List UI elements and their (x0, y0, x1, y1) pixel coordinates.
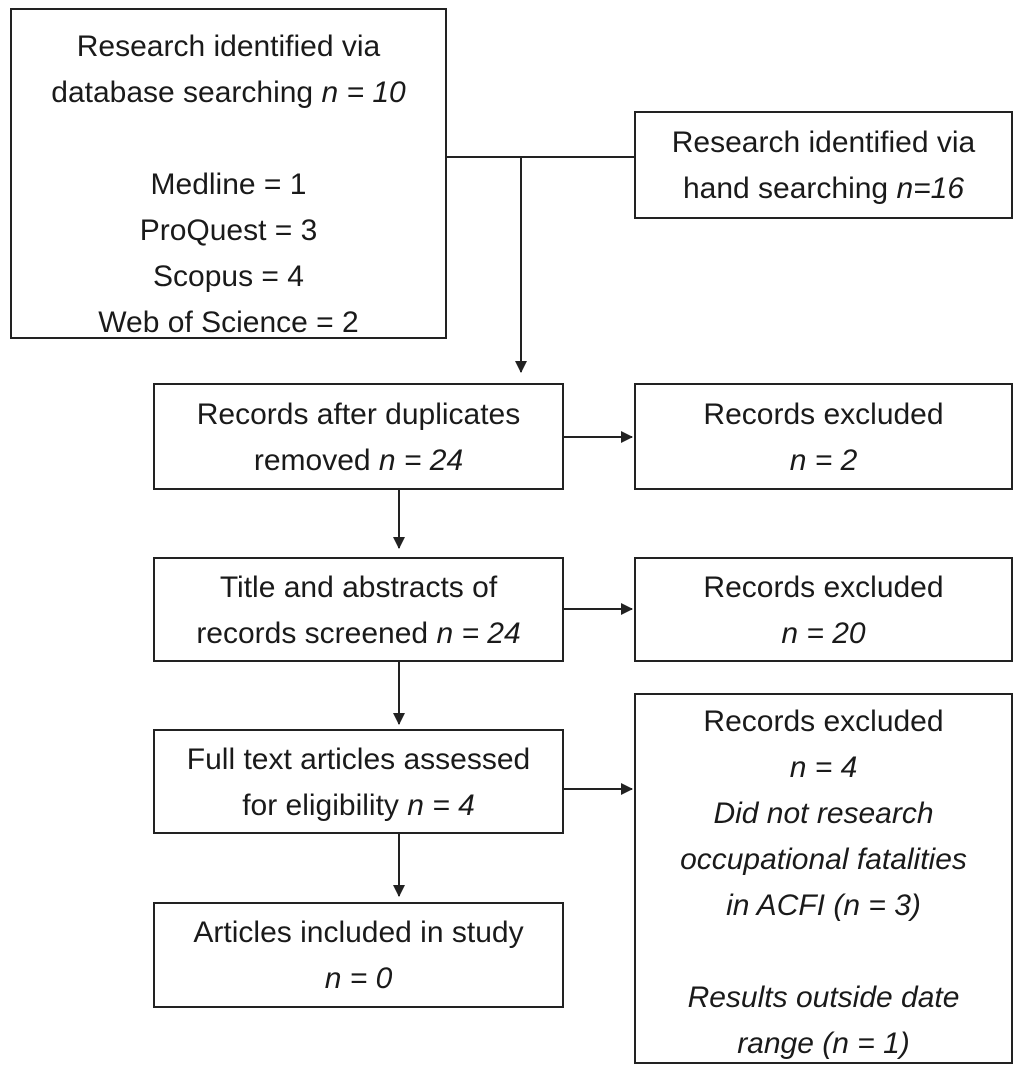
source-proquest: ProQuest = 3 (139, 214, 318, 247)
full-text-assessed-count: n = 4 (407, 789, 475, 822)
duplicates-removed-label: removed (253, 444, 379, 477)
articles-included-count: n = 0 (324, 962, 393, 995)
records-screened-box: Title and abstracts of records screened … (153, 557, 564, 662)
database-search-box: Research identified via database searchi… (10, 8, 447, 339)
exclusion-reason-1-line-1: Did not research (713, 797, 934, 830)
records-screened-label: records screened (196, 617, 437, 650)
records-excluded-title-1: Records excluded (703, 398, 944, 431)
source-scopus: Scopus = 4 (153, 260, 304, 293)
articles-included-box: Articles included in study n = 0 (153, 902, 564, 1008)
records-screened-count: n = 24 (436, 617, 521, 650)
records-screened-title: Title and abstracts of (219, 571, 498, 604)
records-excluded-title-2: Records excluded (703, 571, 944, 604)
source-medline: Medline = 1 (150, 168, 307, 201)
hand-search-label: hand searching (682, 172, 897, 205)
records-excluded-count-2: n = 20 (781, 617, 866, 650)
records-excluded-title-3: Records excluded (703, 705, 944, 738)
duplicates-removed-count: n = 24 (378, 444, 464, 477)
full-text-assessed-box: Full text articles assessed for eligibil… (153, 729, 564, 834)
articles-included-title: Articles included in study (193, 916, 524, 949)
records-excluded-count-1: n = 2 (789, 444, 858, 477)
database-search-title: Research identified via (76, 30, 381, 63)
records-excluded-box-2: Records excluded n = 20 (634, 557, 1013, 662)
hand-search-box: Research identified via hand searching n… (634, 111, 1013, 219)
database-search-count: n = 10 (321, 76, 406, 109)
records-excluded-box-1: Records excluded n = 2 (634, 383, 1013, 490)
duplicates-removed-box: Records after duplicates removed n = 24 (153, 383, 564, 490)
full-text-assessed-title: Full text articles assessed (186, 743, 531, 776)
exclusion-reason-2-line-1: Results outside date (687, 981, 960, 1014)
exclusion-reason-2-line-2: range (n = 1) (737, 1027, 910, 1060)
records-excluded-count-3: n = 4 (789, 751, 858, 784)
hand-search-count: n=16 (896, 172, 965, 205)
database-search-label: database searching (51, 76, 322, 109)
full-text-assessed-label: for eligibility (242, 789, 408, 822)
duplicates-removed-title: Records after duplicates (196, 398, 521, 431)
exclusion-reason-1-line-2: occupational fatalities (680, 843, 967, 876)
hand-search-title: Research identified via (671, 126, 976, 159)
source-web-of-science: Web of Science = 2 (98, 306, 359, 339)
exclusion-reason-1-line-3: in ACFI (n = 3) (726, 889, 921, 922)
records-excluded-box-3: Records excluded n = 4 Did not research … (634, 693, 1013, 1064)
